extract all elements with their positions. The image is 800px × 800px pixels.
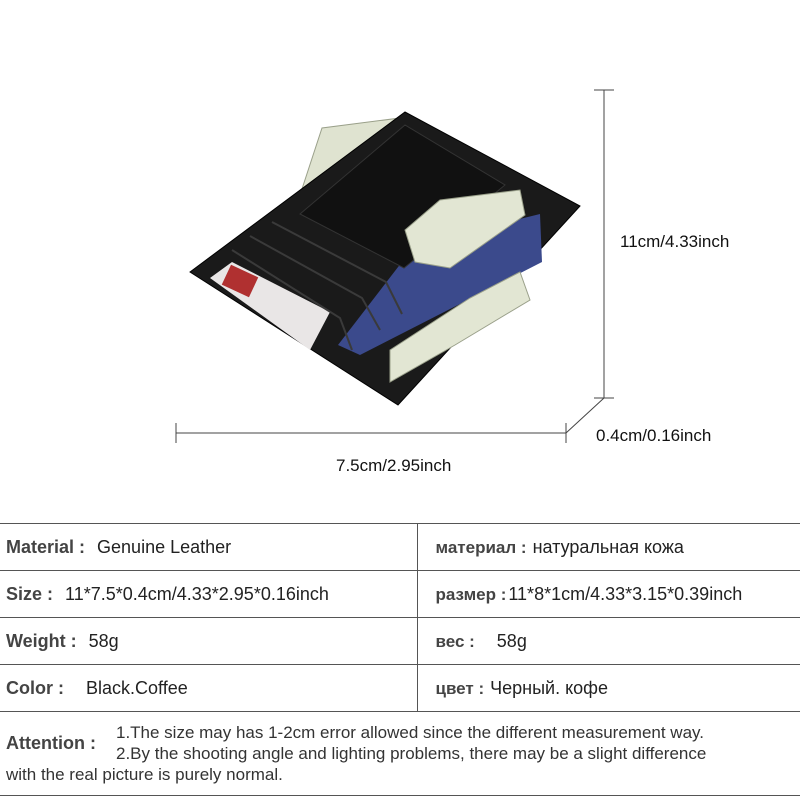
spec-row-color: Color : Black.Coffee цвет :Черный. кофе: [0, 664, 800, 712]
card-emblem: [221, 264, 259, 298]
dimension-lines: [175, 89, 614, 443]
spec-row-weight: Weight : 58g вес : 58g: [0, 617, 800, 665]
weight-value: 58g: [88, 630, 119, 651]
weight-label: Weight :: [6, 630, 77, 651]
size-ru-value: 11*8*1cm/4.33*3.15*0.39inch: [508, 583, 743, 604]
width-dimension-label: 7.5cm/2.95inch: [336, 456, 452, 475]
color-ru-value: Черный. кофе: [490, 677, 608, 698]
weight-ru-value: 58g: [496, 630, 527, 651]
material-ru-label: материал :: [435, 537, 527, 557]
attention-note-1: 1.The size may has 1-2cm error allowed s…: [115, 723, 705, 742]
money-clip-flap: [299, 124, 506, 269]
attention-label: Attention :: [6, 732, 96, 753]
cash-bill-middle: [404, 189, 526, 269]
attention-note-3: with the real picture is purely normal.: [6, 765, 283, 784]
spec-row-size: Size : 11*7.5*0.4cm/4.33*2.95*0.16inch ра…: [0, 570, 800, 618]
spec-row-material: Material : Genuine Leather материал :нату…: [0, 523, 800, 571]
thickness-dimension-label: 0.4cm/0.16inch: [596, 426, 712, 445]
blue-card: [338, 214, 542, 355]
color-label: Color :: [6, 677, 64, 698]
wallet-illustration: [175, 89, 614, 443]
material-label: Material :: [6, 536, 86, 557]
size-value: 11*7.5*0.4cm/4.33*2.95*0.16inch: [65, 583, 329, 604]
color-ru-label: цвет :: [435, 678, 485, 698]
size-label: Size :: [6, 583, 54, 604]
weight-ru-label: вес :: [435, 631, 475, 651]
spec-row-attention: Attention : 1.The size may has 1-2cm err…: [0, 711, 800, 796]
spec-table: Material : Genuine Leather материал :нату…: [0, 523, 800, 796]
card-slots: [231, 221, 403, 351]
attention-note-2: 2.By the shooting angle and lighting pro…: [115, 744, 707, 763]
product-image-area: 11cm/4.33inch 0.4cm/0.16inch 7.5cm/2.95i…: [175, 89, 730, 475]
attention-notes: 1.The size may has 1-2cm error allowed s…: [116, 722, 706, 764]
height-dimension-label: 11cm/4.33inch: [620, 232, 730, 251]
color-value: Black.Coffee: [86, 677, 188, 698]
material-ru-value: натуральная кожа: [532, 536, 684, 557]
size-ru-label: размер :: [435, 584, 507, 604]
material-value: Genuine Leather: [97, 536, 232, 557]
cash-bill-bottom: [389, 271, 531, 383]
